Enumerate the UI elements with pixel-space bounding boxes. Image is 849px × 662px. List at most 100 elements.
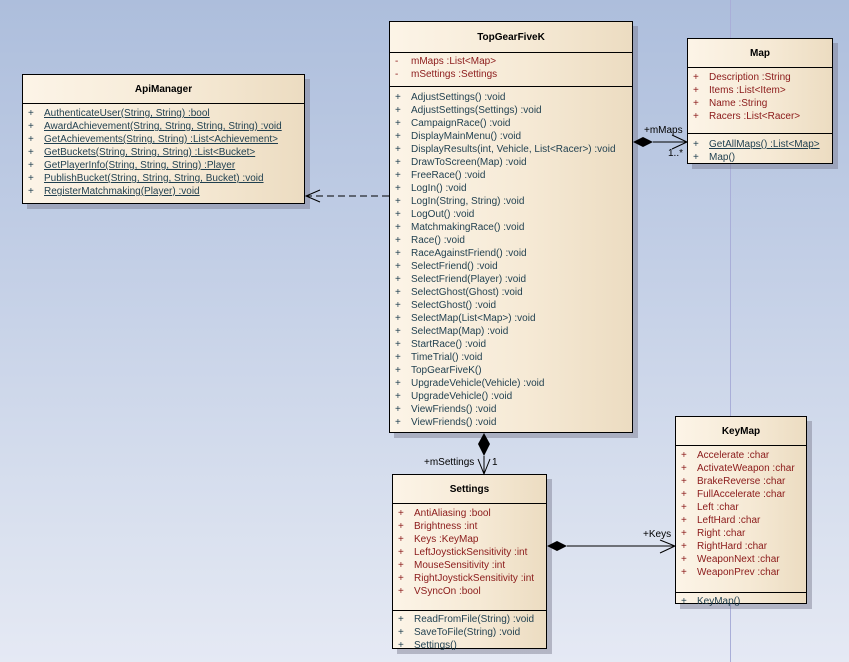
visibility-marker: + — [693, 111, 699, 122]
operation-row[interactable]: +StartRace() :void — [390, 338, 632, 351]
operation-text: LogOut() :void — [411, 209, 475, 220]
operation-row[interactable]: +AuthenticateUser(String, String) :bool — [23, 107, 304, 120]
operation-row[interactable]: + LogOut() :void — [390, 208, 632, 221]
operation-row[interactable]: + GetAchievements(String, String) :List<A… — [23, 133, 304, 146]
visibility-marker: + — [395, 248, 401, 259]
operation-text: GetAchievements(String, String) :List<Ac… — [44, 134, 278, 145]
attribute-row[interactable]: +WeaponPrev :char — [676, 566, 806, 579]
operation-row[interactable]: +ViewFriends() :void — [390, 403, 632, 416]
attribute-row[interactable]: +Name :String — [688, 97, 832, 110]
operations-section: +GetAllMaps() :List<Map>+Map() — [688, 134, 832, 168]
operation-row[interactable]: +AwardAchievement(String, String, String… — [23, 120, 304, 133]
operation-row[interactable]: +SelectGhost() :void — [390, 299, 632, 312]
operation-row[interactable]: +TopGearFiveK() — [390, 364, 632, 377]
operation-row[interactable]: +SaveToFile(String) :void — [393, 626, 546, 639]
visibility-marker: + — [693, 72, 699, 83]
operation-row[interactable]: +DisplayMainMenu() :void — [390, 130, 632, 143]
attribute-row[interactable]: +LeftHard :char — [676, 514, 806, 527]
attribute-row[interactable]: +Keys :KeyMap — [393, 533, 546, 546]
attribute-row[interactable]: +Left :char — [676, 501, 806, 514]
attribute-text: AntiAliasing :bool — [414, 508, 491, 519]
class-settings[interactable]: Settings +AntiAliasing :bool+Brightness … — [392, 474, 547, 652]
attribute-text: LeftHard :char — [697, 515, 761, 526]
visibility-marker: + — [395, 209, 401, 220]
operation-row[interactable]: +Race() :void — [390, 234, 632, 247]
attribute-row[interactable]: +Description :String — [688, 71, 832, 84]
visibility-marker: + — [395, 196, 401, 207]
attribute-text: mMaps :List<Map> — [411, 56, 497, 67]
attribute-row[interactable]: +BrakeReverse :char — [676, 475, 806, 488]
diagram-guide-line — [730, 0, 731, 662]
visibility-marker: + — [28, 134, 34, 145]
composition-diamond — [633, 137, 653, 147]
attribute-row[interactable]: +ActivateWeapon :char — [676, 462, 806, 475]
visibility-marker: + — [395, 352, 401, 363]
operation-row[interactable]: +ReadFromFile(String) :void — [393, 613, 546, 626]
attribute-row[interactable]: +LeftJoystickSensitivity :int — [393, 546, 546, 559]
attribute-row[interactable]: +WeaponNext :char — [676, 553, 806, 566]
operation-row[interactable]: +CampaignRace() :void — [390, 117, 632, 130]
operation-row[interactable]: +GetBuckets(String, String, String) :Lis… — [23, 146, 304, 159]
operation-row[interactable]: +MatchmakingRace() :void — [390, 221, 632, 234]
operation-row[interactable]: +Settings() — [393, 639, 546, 652]
attribute-text: Left :char — [697, 502, 739, 513]
operation-row[interactable]: +KeyMap() — [676, 595, 806, 608]
operation-row[interactable]: +DisplayResults(int, Vehicle, List<Racer… — [390, 143, 632, 156]
operation-row[interactable]: +FreeRace() :void — [390, 169, 632, 182]
visibility-marker: + — [395, 170, 401, 181]
attribute-row[interactable]: +RightHard :char — [676, 540, 806, 553]
attribute-row[interactable]: +MouseSensitivity :int — [393, 559, 546, 572]
attribute-row[interactable]: +AntiAliasing :bool — [393, 507, 546, 520]
operation-text: SaveToFile(String) :void — [414, 627, 521, 638]
operation-row[interactable]: +TimeTrial() :void — [390, 351, 632, 364]
attribute-row[interactable]: -mMaps :List<Map> — [390, 55, 632, 68]
visibility-marker: + — [681, 567, 687, 578]
attribute-row[interactable]: +Racers :List<Racer> — [688, 110, 832, 123]
attribute-row[interactable]: +VSyncOn :bool — [393, 585, 546, 598]
attribute-row[interactable]: +Brightness :int — [393, 520, 546, 533]
operation-row[interactable]: +PublishBucket(String, String, String, B… — [23, 172, 304, 185]
attribute-text: Brightness :int — [414, 521, 478, 532]
open-arrow-head — [671, 134, 689, 150]
attribute-text: FullAccelerate :char — [697, 489, 786, 500]
operation-row[interactable]: +AdjustSettings(Settings) :void — [390, 104, 632, 117]
operation-row[interactable]: +LogIn() :void — [390, 182, 632, 195]
class-map[interactable]: Map +Description :String+Items :List<Ite… — [687, 38, 833, 164]
attribute-text: mSettings :Settings — [411, 69, 498, 80]
operations-section: +AdjustSettings() :void+AdjustSettings(S… — [390, 87, 632, 433]
operation-row[interactable]: +GetPlayerInfo(String, String, String) :… — [23, 159, 304, 172]
attributes-section: +AntiAliasing :bool+Brightness :int+Keys… — [393, 504, 546, 611]
attribute-row[interactable]: +RightJoystickSensitivity :int — [393, 572, 546, 585]
operation-row[interactable]: +UpgradeVehicle(Vehicle) :void — [390, 377, 632, 390]
attribute-text: Items :List<Item> — [709, 85, 786, 96]
operation-row[interactable]: +SelectMap(Map) :void — [390, 325, 632, 338]
attribute-row[interactable]: +Accelerate :char — [676, 449, 806, 462]
operation-row[interactable]: +DrawToScreen(Map) :void — [390, 156, 632, 169]
operation-row[interactable]: +UpgradeVehicle() :void — [390, 390, 632, 403]
attribute-row[interactable]: +FullAccelerate :char — [676, 488, 806, 501]
composition-connector-settings[interactable] — [477, 433, 491, 476]
composition-connector-keys[interactable] — [547, 539, 677, 554]
operation-row[interactable]: +Map() — [688, 151, 832, 164]
operation-row[interactable]: +ViewFriends() :void — [390, 416, 632, 429]
operation-row[interactable]: +RaceAgainstFriend() :void — [390, 247, 632, 260]
composition-connector-maps[interactable] — [633, 134, 689, 150]
operation-row[interactable]: +LogIn(String, String) :void — [390, 195, 632, 208]
operation-text: ViewFriends() :void — [411, 404, 497, 415]
operation-row[interactable]: +SelectFriend() :void — [390, 260, 632, 273]
class-api-manager[interactable]: ApiManager +AuthenticateUser(String, Str… — [22, 74, 305, 204]
operation-row[interactable]: +SelectMap(List<Map>) :void — [390, 312, 632, 325]
dependency-connector-api[interactable] — [304, 189, 389, 203]
attribute-row[interactable]: +Right :char — [676, 527, 806, 540]
operation-row[interactable]: +RegisterMatchmaking(Player) :void — [23, 185, 304, 198]
operation-row[interactable]: +GetAllMaps() :List<Map> — [688, 138, 832, 151]
operation-row[interactable]: +AdjustSettings() :void — [390, 91, 632, 104]
operation-row[interactable]: +SelectFriend(Player) :void — [390, 273, 632, 286]
role-label-mmaps: +mMaps — [644, 125, 683, 136]
attribute-row[interactable]: +Items :List<Item> — [688, 84, 832, 97]
attribute-row[interactable]: -mSettings :Settings — [390, 68, 632, 81]
class-keymap[interactable]: KeyMap +Accelerate :char+ActivateWeapon … — [675, 416, 807, 607]
attribute-text: LeftJoystickSensitivity :int — [414, 547, 528, 558]
class-top-gear-five-k[interactable]: TopGearFiveK -mMaps :List<Map>-mSettings… — [389, 21, 633, 433]
operation-row[interactable]: +SelectGhost(Ghost) :void — [390, 286, 632, 299]
